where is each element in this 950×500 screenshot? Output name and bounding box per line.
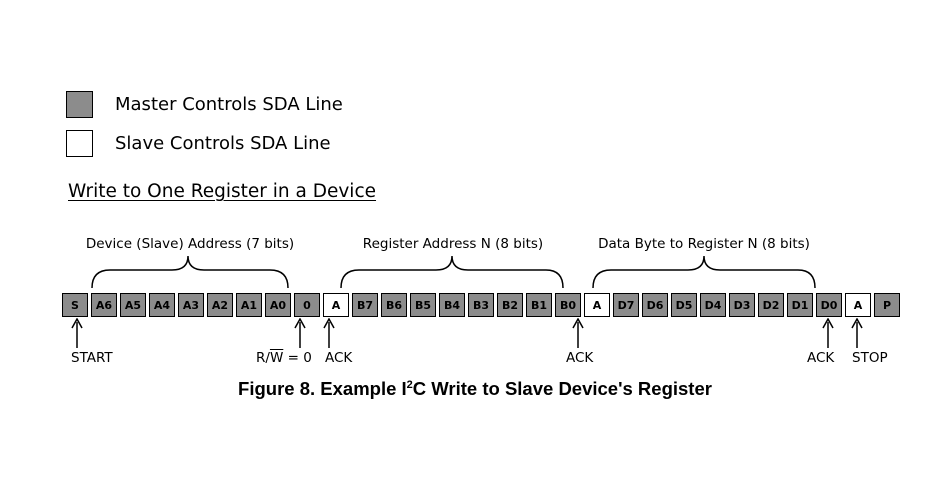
bit-cell-d5: D5 [671,293,697,317]
bit-cell-a0: A0 [265,293,291,317]
legend-master-swatch [66,90,93,118]
bit-cell-d0: D0 [816,293,842,317]
ack2-arrow-icon [572,318,584,348]
stop-label: STOP [852,350,888,366]
rw-label-w: W [269,350,284,366]
bit-cell-d7: D7 [613,293,639,317]
bit-cell-b5: B5 [410,293,436,317]
bit-cell-a: A [323,293,349,317]
rw-arrow-icon [294,318,306,348]
bracket-register-address [340,255,564,289]
bit-cell-d2: D2 [758,293,784,317]
ack1-label: ACK [325,350,353,366]
bit-cell-a1: A1 [236,293,262,317]
legend-slave-swatch [66,129,93,157]
rw-label-prefix: R/ [256,350,270,366]
bracket-label-register-address: Register Address N (8 bits) [362,236,544,252]
legend-master-label: Master Controls SDA Line [115,93,343,115]
bit-cell-b6: B6 [381,293,407,317]
figure-caption: Figure 8. Example I2C Write to Slave Dev… [0,378,950,400]
legend-slave: Slave Controls SDA Line [66,128,331,158]
caption-superscript: 2 [406,378,413,391]
bit-cell-0: 0 [294,293,320,317]
bit-cell-s: S [62,293,88,317]
ack3-label: ACK [807,350,835,366]
bit-cell-d1: D1 [787,293,813,317]
bit-cell-a: A [584,293,610,317]
bit-cell-b2: B2 [497,293,523,317]
bit-cell-d3: D3 [729,293,755,317]
bit-cell-a3: A3 [178,293,204,317]
bit-cell-b3: B3 [468,293,494,317]
ack2-label: ACK [566,350,594,366]
bit-cell-a: A [845,293,871,317]
bit-cell-a4: A4 [149,293,175,317]
bit-cell-a2: A2 [207,293,233,317]
ack3-arrow-icon [822,318,834,348]
bit-cell-a6: A6 [91,293,117,317]
bracket-data-byte [592,255,816,289]
bit-cell-d4: D4 [700,293,726,317]
caption-suffix: C Write to Slave Device's Register [412,378,712,399]
caption-prefix: Figure 8. Example I [238,378,407,399]
bracket-label-device-address: Device (Slave) Address (7 bits) [85,236,295,252]
ack1-arrow-icon [323,318,335,348]
bit-cell-b4: B4 [439,293,465,317]
legend-master: Master Controls SDA Line [66,89,343,119]
start-label: START [71,350,113,366]
bit-cell-b0: B0 [555,293,581,317]
bracket-device-address [91,255,289,289]
stop-arrow-icon [851,318,863,348]
legend-slave-label: Slave Controls SDA Line [115,132,331,154]
start-arrow-icon [71,318,83,348]
bracket-label-data-byte: Data Byte to Register N (8 bits) [598,236,810,252]
section-title: Write to One Register in a Device [68,181,377,202]
bit-cell-b1: B1 [526,293,552,317]
rw-label-suffix: = 0 [283,350,312,366]
bit-cell-a5: A5 [120,293,146,317]
bit-cell-p: P [874,293,900,317]
bit-cell-d6: D6 [642,293,668,317]
rw-label: R/W = 0 [256,350,312,366]
bit-cell-b7: B7 [352,293,378,317]
